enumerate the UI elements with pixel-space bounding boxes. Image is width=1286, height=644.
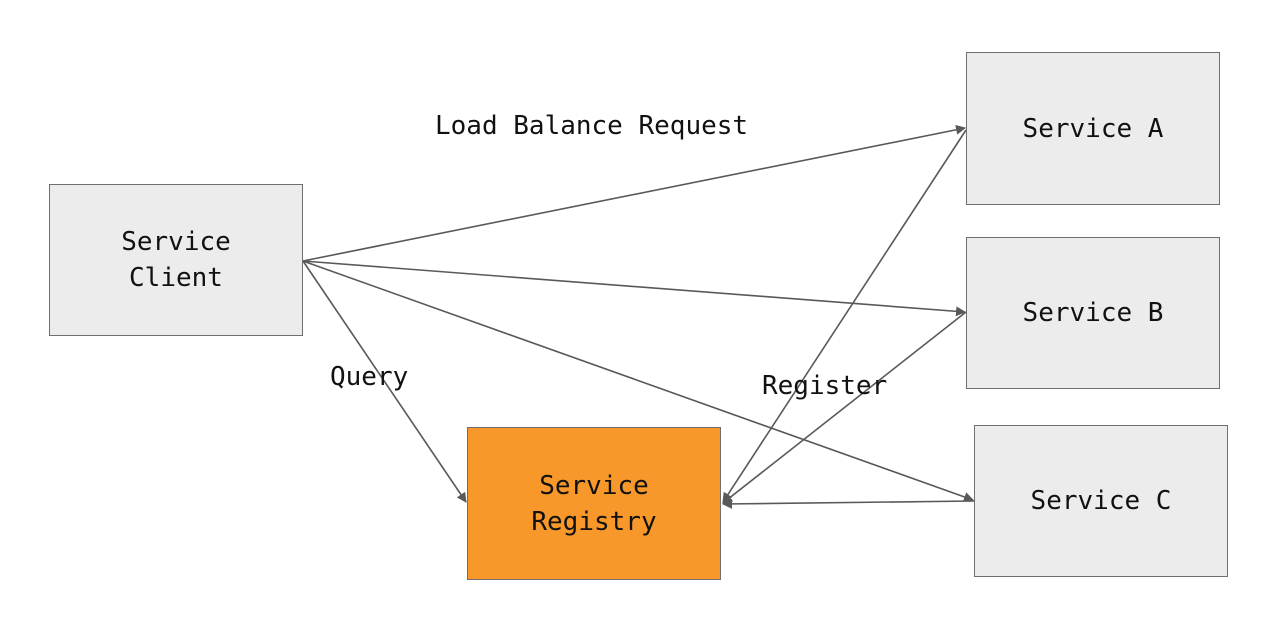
edge-service-b-to-registry xyxy=(722,311,967,504)
service-client-label-line2: Client xyxy=(129,263,223,293)
edge-client-to-registry xyxy=(302,260,467,503)
service-a-label: Service A xyxy=(1022,113,1164,144)
service-registry-label-line2: Registry xyxy=(531,506,657,537)
service-b-label: Service B xyxy=(1022,298,1164,328)
edge-client-to-service-c xyxy=(302,260,974,502)
edge-label-query: Query xyxy=(330,362,409,392)
edge-client-to-service-a xyxy=(302,124,966,262)
edge-label-register: Register xyxy=(762,371,888,401)
edge-service-a-to-registry xyxy=(722,129,967,503)
service-registry-node: Service Registry xyxy=(467,427,721,580)
service-a-node: Service A xyxy=(966,52,1220,205)
service-registry-label-line1: Service xyxy=(539,470,649,501)
edge-service-c-to-registry xyxy=(722,498,975,509)
service-client-node: Service Client xyxy=(49,184,303,336)
service-client-label-line1: Service xyxy=(121,227,231,257)
service-c-node: Service C xyxy=(974,425,1228,577)
service-c-label: Service C xyxy=(1030,486,1172,516)
edge-label-load-balance: Load Balance Request xyxy=(435,111,749,141)
edge-client-to-service-b xyxy=(302,260,966,317)
service-b-node: Service B xyxy=(966,237,1220,389)
